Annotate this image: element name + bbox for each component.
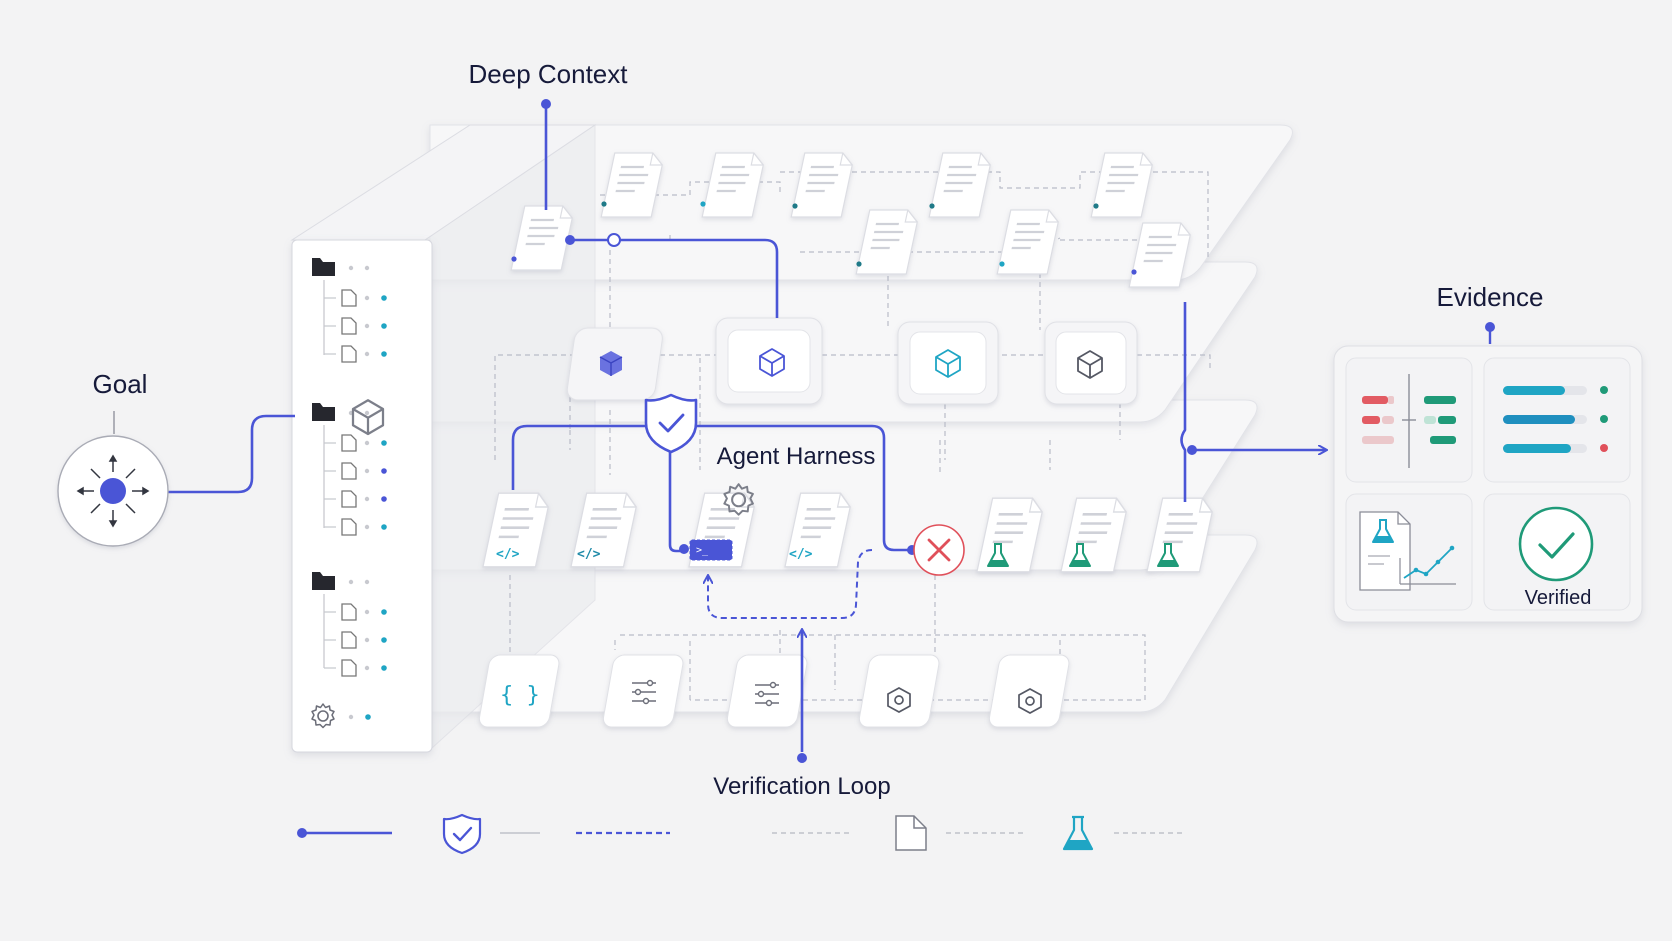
sliders-icon xyxy=(632,679,656,705)
deep-context-label: Deep Context xyxy=(469,59,629,89)
file-icon xyxy=(341,434,357,452)
goal-node xyxy=(57,411,169,547)
shield-check-icon xyxy=(644,393,698,454)
file-icon xyxy=(341,289,357,307)
config-card xyxy=(726,654,808,728)
agent-harness-files: </> </> >_ </> xyxy=(481,491,1217,574)
terminal-icon: >_ xyxy=(689,539,733,561)
config-card xyxy=(858,654,940,728)
hex-nut-icon xyxy=(1018,688,1042,714)
code-icon: </> xyxy=(496,547,520,562)
cube-modules xyxy=(566,317,1138,405)
cube-card xyxy=(566,327,663,401)
file-icon xyxy=(341,659,357,677)
fail-x-icon xyxy=(913,524,965,576)
cube-card xyxy=(897,321,999,405)
flow-nodes xyxy=(541,99,1495,763)
svg-text:</>: </> xyxy=(577,547,601,562)
file-icon xyxy=(341,490,357,508)
radiating-arrows-icon xyxy=(76,454,150,528)
cube-card xyxy=(1044,321,1138,405)
verification-loop-path xyxy=(708,549,873,619)
solid-flow-icon xyxy=(297,828,392,838)
document-icon xyxy=(895,815,927,851)
deep-context-documents xyxy=(510,151,1194,289)
file-icon xyxy=(341,317,357,335)
config-card xyxy=(602,654,684,728)
code-icon: </> xyxy=(789,547,813,562)
diff-card xyxy=(1345,357,1473,483)
code-icon: </> xyxy=(577,547,601,562)
hex-nut-icon xyxy=(887,687,911,713)
check-circle-icon xyxy=(1518,506,1594,582)
evidence-panel: Verified xyxy=(1333,345,1643,623)
config-layer: { } xyxy=(478,654,1070,728)
file-icon xyxy=(341,345,357,363)
config-card xyxy=(988,654,1070,728)
solid-flow-lines xyxy=(168,104,1326,752)
svg-text:{ }: { } xyxy=(500,683,540,708)
file-icon xyxy=(341,631,357,649)
goal-label: Goal xyxy=(93,369,148,399)
config-card xyxy=(478,654,560,728)
shield-check-icon xyxy=(442,813,482,855)
cube-icon xyxy=(599,351,623,376)
file-tree-panel xyxy=(290,124,597,753)
file-icon xyxy=(341,462,357,480)
flask-icon xyxy=(1062,815,1094,851)
svg-text:</>: </> xyxy=(496,547,520,562)
verification-loop-label: Verification Loop xyxy=(713,773,890,800)
verified-label: Verified xyxy=(1525,587,1592,609)
verified-card: Verified xyxy=(1483,493,1631,611)
folder-icon xyxy=(312,258,335,276)
evidence-label: Evidence xyxy=(1437,282,1544,312)
metrics-card xyxy=(1483,357,1631,483)
test-report-card xyxy=(1345,493,1473,611)
folder-icon xyxy=(312,403,335,421)
svg-text:>_: >_ xyxy=(696,545,709,556)
braces-icon: { } xyxy=(500,683,540,708)
svg-text:</>: </> xyxy=(789,547,813,562)
cube-card xyxy=(715,317,823,405)
legend xyxy=(297,399,1186,855)
folder-icon xyxy=(312,572,335,590)
file-tree xyxy=(311,258,387,729)
agent-harness-label: Agent Harness xyxy=(717,443,876,470)
file-icon xyxy=(341,518,357,536)
sliders-icon xyxy=(755,681,779,707)
file-icon xyxy=(341,603,357,621)
